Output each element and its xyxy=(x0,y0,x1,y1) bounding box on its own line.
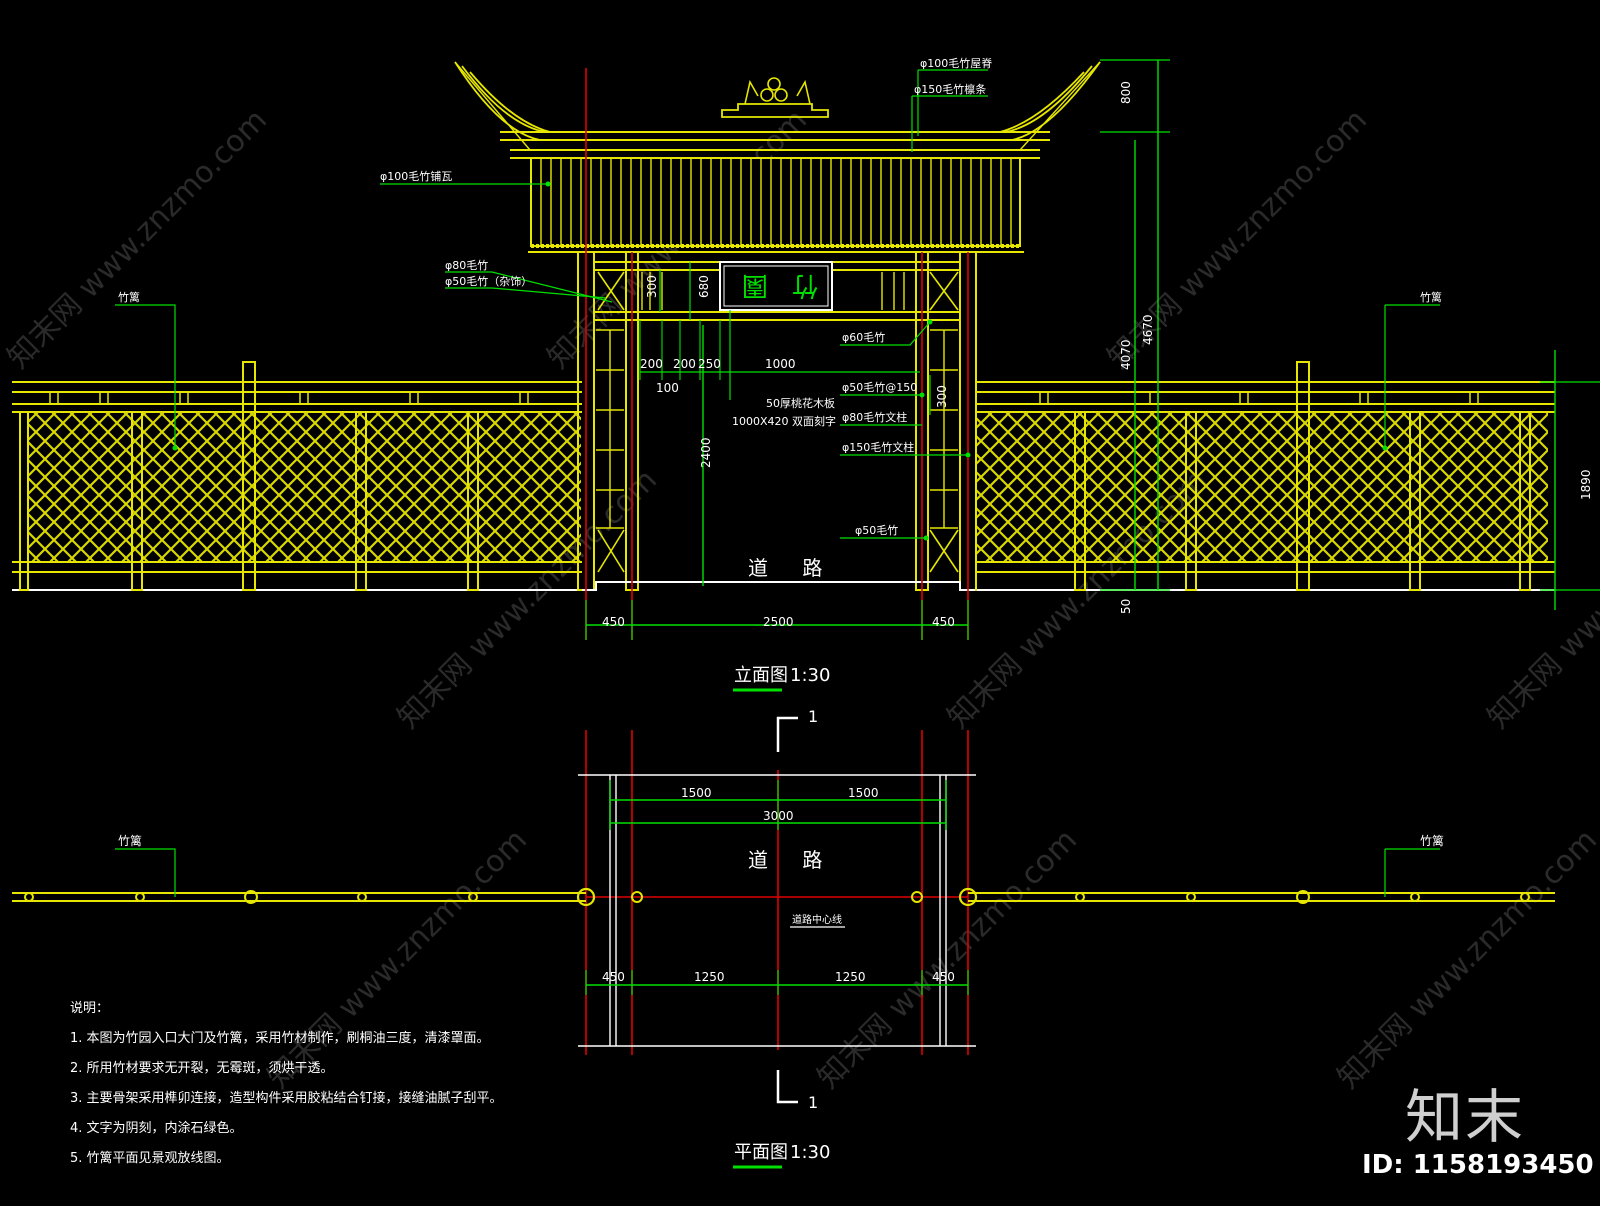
dim-680: 680 xyxy=(697,275,711,298)
callout-board: 50厚桃花木板 xyxy=(766,396,835,410)
section-mark-top xyxy=(776,716,798,752)
notes-item: 5. 竹篱平面见景观放线图。 xyxy=(70,1151,230,1166)
dim-4070: 4070 xyxy=(1119,339,1133,370)
dim-450-right: 450 xyxy=(932,615,955,629)
section-mark-bottom xyxy=(776,1070,798,1104)
callout-fence-right: 竹篱 xyxy=(1420,290,1442,304)
plan-title: 平面图 xyxy=(734,1142,788,1163)
fence-left-elevation xyxy=(12,361,582,591)
dim-2400: 2400 xyxy=(699,437,713,468)
dim-2500: 2500 xyxy=(763,615,794,629)
watermark-text: 知末网 www.znzmo.com xyxy=(1331,823,1600,1096)
dim-250: 250 xyxy=(698,357,721,371)
dim-300-top: 300 xyxy=(645,275,659,298)
dim-300-side: 300 xyxy=(935,385,949,408)
plan-dimensions xyxy=(115,780,1440,995)
plan-scale: 1:30 xyxy=(790,1142,830,1163)
callout-c80-wen: φ80毛竹文柱 xyxy=(842,410,907,424)
plan-dim-1250-b: 1250 xyxy=(835,970,866,984)
design-notes: 说明： 1. 本图为竹园入口大门及竹篱，采用竹材制作，刷桐油三度，清漆罩面。 2… xyxy=(70,994,503,1174)
plan-callout-fence-right: 竹篱 xyxy=(1420,833,1444,848)
elevation-leaders xyxy=(115,69,1440,541)
plan-dim-450-right: 450 xyxy=(932,970,955,984)
plan-dim-1500-a: 1500 xyxy=(681,786,712,800)
notes-item: 2. 所用竹材要求无开裂，无霉斑，须烘干透。 xyxy=(70,1061,334,1076)
callout-board-note: 双面刻字 xyxy=(792,414,836,428)
elevation-dim-texts: 800 4670 4070 50 1890 300 680 200 200 25… xyxy=(602,81,1593,629)
callout-c150-wen: φ150毛竹文柱 xyxy=(842,440,914,454)
callout-c100-roof: φ100毛竹铺瓦 xyxy=(380,169,452,183)
notes-item: 1. 本图为竹园入口大门及竹篱，采用竹材制作，刷桐油三度，清漆罩面。 xyxy=(70,1031,490,1046)
notes-item: 4. 文字为阴刻，内涂石绿色。 xyxy=(70,1121,243,1136)
watermark-text: 知末网 www.znzmo.com xyxy=(1,103,274,376)
dim-800: 800 xyxy=(1119,81,1133,104)
dim-450-left: 450 xyxy=(602,615,625,629)
elevation-scale: 1:30 xyxy=(790,665,830,686)
dim-200-a: 200 xyxy=(640,357,663,371)
dim-1000: 1000 xyxy=(765,357,796,371)
plan-centerline-label: 道路中心线 xyxy=(792,913,842,926)
plan-dim-1500-b: 1500 xyxy=(848,786,879,800)
plan-callout-fence-left: 竹篱 xyxy=(118,833,142,848)
plan-dim-1250-a: 1250 xyxy=(694,970,725,984)
fence-right-elevation xyxy=(975,361,1555,591)
elevation-callouts: φ100毛竹屋脊 φ150毛竹檩条 φ100毛竹铺瓦 φ80毛竹 φ50毛竹（杂… xyxy=(118,56,1442,537)
elevation-view: 竹 園 xyxy=(12,56,1600,692)
callout-c150-purlin: φ150毛竹檩条 xyxy=(914,82,986,96)
section-mark-top-label: 1 xyxy=(808,707,818,726)
section-mark-bottom-label: 1 xyxy=(808,1093,818,1112)
callout-c50-at150: φ50毛竹@150 xyxy=(842,380,917,394)
notes-heading: 说明： xyxy=(70,1001,110,1016)
callout-c80: φ80毛竹 xyxy=(445,258,488,272)
plan-road-label: 道 路 xyxy=(748,848,836,872)
sign-text: 竹 園 xyxy=(734,270,818,300)
plan-view: 1 1 xyxy=(12,707,1555,1169)
elevation-road-label: 道 路 xyxy=(748,556,836,580)
callout-c50-side: φ50毛竹（杂饰） xyxy=(445,274,532,288)
plan-dim-3000: 3000 xyxy=(763,809,794,823)
watermark-text: 知末网 www.znzmo.com xyxy=(811,823,1084,1096)
dim-1890: 1890 xyxy=(1579,469,1593,500)
id-label: ID: 1158193450 xyxy=(1362,1150,1594,1180)
notes-item: 3. 主要骨架采用榫卯连接，造型构件采用胶粘结合钉接，接缝油腻子刮平。 xyxy=(70,1091,503,1106)
dim-50: 50 xyxy=(1119,599,1133,614)
gate-structure: 竹 園 xyxy=(454,61,1101,591)
dim-100: 100 xyxy=(656,381,679,395)
callout-fence-left: 竹篱 xyxy=(118,290,140,304)
dim-200-b: 200 xyxy=(673,357,696,371)
elevation-dimensions xyxy=(585,59,1600,640)
callout-c50-low: φ50毛竹 xyxy=(855,523,898,537)
callout-c100-ridge: φ100毛竹屋脊 xyxy=(920,56,992,70)
dim-4670: 4670 xyxy=(1141,314,1155,345)
callout-board-size: 1000X420 xyxy=(732,415,789,428)
callout-c60: φ60毛竹 xyxy=(842,330,885,344)
brand-logo: 知末 xyxy=(1405,1083,1526,1151)
elevation-axis-lines xyxy=(585,68,969,640)
elevation-title: 立面图 xyxy=(734,665,788,686)
plan-dim-450-left: 450 xyxy=(602,970,625,984)
plan-dim-texts: 1500 1500 3000 450 1250 1250 450 竹篱 竹篱 道… xyxy=(118,786,1444,984)
plan-posts xyxy=(24,887,1530,907)
